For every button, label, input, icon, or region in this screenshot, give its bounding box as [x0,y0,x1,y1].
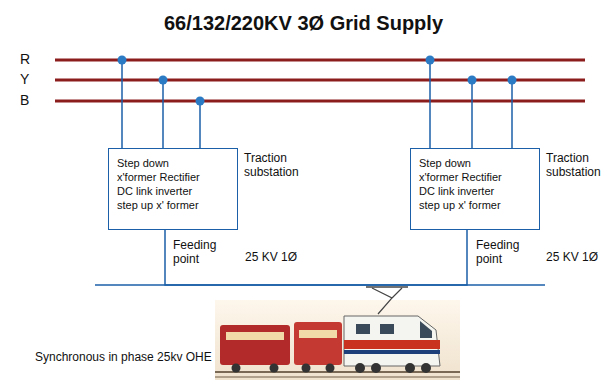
feeding-label: Feeding point [173,238,235,266]
substation-box: Step down x'former Rectifier DC link inv… [410,148,540,230]
phase-label: R [20,51,30,67]
phase-line [55,59,585,62]
phase-line [55,100,585,103]
feeder-connector [165,230,467,285]
phase-label: Y [20,71,29,87]
box-text: Step down x'former Rectifier DC link inv… [419,156,509,212]
voltage-label: 25 KV 1Ø [245,250,297,264]
diagram-title: 66/132/220KV 3Ø Grid Supply [0,12,607,35]
phase-label: B [20,92,29,108]
phase-line [55,79,585,82]
substation-heading: Traction substation [546,151,604,179]
ohe-caption: Synchronous in phase 25kv OHE [35,350,212,364]
train-illustration [215,287,460,380]
feeding-label: Feeding point [476,238,538,266]
voltage-label: 25 KV 1Ø [546,250,598,264]
box-text: Step down x'former Rectifier DC link inv… [117,156,207,212]
substation-box: Step down x'former Rectifier DC link inv… [108,148,238,230]
substation-heading: Traction substation [244,151,302,179]
